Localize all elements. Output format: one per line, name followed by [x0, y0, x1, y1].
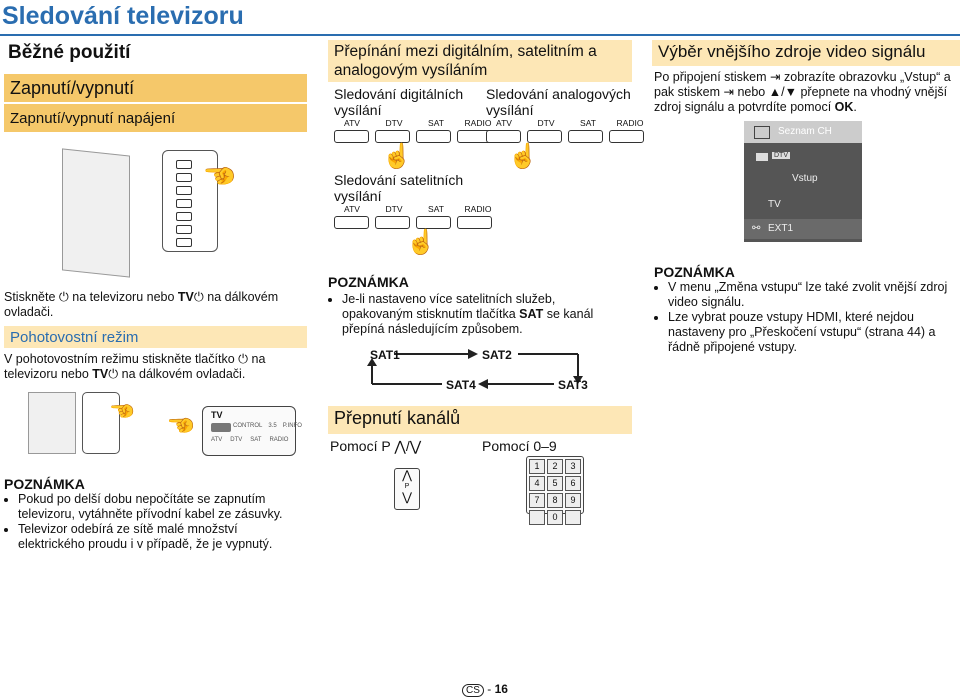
by-p-label: Pomocí P ⋀/⋁: [330, 438, 422, 454]
page-title: Sledování televizoru: [2, 2, 244, 30]
digit-key[interactable]: 5: [547, 476, 563, 491]
digit-key[interactable]: [529, 510, 545, 525]
channel-switch-heading: Přepnutí kanálů: [334, 408, 461, 428]
digit-key[interactable]: 4: [529, 476, 545, 491]
digit-key[interactable]: [565, 510, 581, 525]
digit-key[interactable]: 7: [529, 493, 545, 508]
channel-up-button[interactable]: ⋀: [402, 468, 412, 482]
remote-tv-label: TV: [211, 410, 223, 420]
dtv-button[interactable]: [375, 130, 410, 143]
down-arrow-icon: ▼: [784, 85, 797, 99]
atv-button[interactable]: [334, 130, 369, 143]
note-list: Je-li nastaveno více satelitních služeb,…: [328, 292, 628, 337]
note-item: Je-li nastaveno více satelitních služeb,…: [342, 292, 628, 337]
up-arrow-icon: ▲: [768, 85, 782, 99]
input-instruction: Po připojení stiskem ⇥ zobrazíte obrazov…: [654, 70, 951, 114]
title-rule: [0, 34, 960, 36]
menu-item-ext1[interactable]: EXT1: [768, 223, 794, 234]
chevron-down-icon: ⋁: [409, 438, 422, 454]
note-item: Pokud po delší dobu nepočítáte se zapnut…: [18, 492, 304, 522]
menu-title: Vstup: [792, 173, 818, 184]
remote-numpad: 1 2 3 4 5 6 7 8 9 0: [526, 456, 584, 525]
hand-pointer-icon: ☝: [204, 159, 235, 192]
flow-sat2: SAT2: [482, 348, 512, 362]
tv-side-illustration-small: [28, 392, 76, 454]
power-icon: ⏻: [58, 290, 69, 304]
section-heading-switch: Přepínání mezi digitálním, satelitním a …: [334, 43, 597, 79]
remote-p-buttons: ⋀ P ⋁: [394, 468, 420, 510]
sat-button[interactable]: [416, 130, 451, 143]
chevron-up-icon: ⋀: [394, 438, 406, 454]
power-instruction: Stiskněte ⏻ na televizoru nebo TV⏻ na dá…: [4, 290, 279, 319]
note-title: POZNÁMKA: [4, 476, 85, 492]
menu-top-label: Seznam CH: [778, 126, 832, 137]
note-item: Televizor odebírá ze sítě malé množství …: [18, 522, 304, 552]
digit-key[interactable]: 6: [565, 476, 581, 491]
digital-heading: Sledování digitálních vysílání: [334, 86, 464, 118]
power-icon: ⏻: [238, 352, 249, 366]
note-list: Pokud po delší dobu nepočítáte se zapnut…: [4, 492, 304, 552]
satellite-heading: Sledování satelitních vysílání: [334, 172, 464, 204]
analog-heading: Sledování analogových vysílání: [486, 86, 631, 118]
band-power: Zapnutí/vypnutí: [10, 78, 135, 98]
input-icon: ⇥: [770, 70, 781, 84]
digit-key[interactable]: 2: [547, 459, 563, 474]
language-badge: CS: [462, 684, 484, 697]
band-power-supply: Zapnutí/vypnutí napájení: [10, 110, 176, 127]
channel-down-button[interactable]: ⋁: [402, 490, 412, 504]
page-footer: CS - 16: [462, 682, 508, 697]
page-number: 16: [494, 682, 508, 696]
input-icon: ⇥: [723, 85, 734, 99]
by-number-label: Pomocí 0–9: [482, 438, 557, 454]
hand-press-icon: ☝: [508, 143, 538, 170]
note-title: POZNÁMKA: [654, 264, 735, 280]
hand-press-icon: ☝: [382, 143, 412, 170]
sat-flow-diagram: [367, 349, 583, 389]
tv-button-panel: [162, 150, 218, 252]
atv-button[interactable]: [334, 216, 369, 229]
standby-heading: Pohotovostní režim: [10, 329, 139, 346]
atv-button[interactable]: [486, 130, 521, 143]
power-icon: ⏻: [193, 290, 204, 304]
radio-button[interactable]: [457, 216, 492, 229]
section-heading-basic: Běžné použití: [8, 42, 131, 63]
digit-key[interactable]: 9: [565, 493, 581, 508]
section-heading-input: Výběr vnějšího zdroje video signálu: [658, 42, 926, 61]
dtv-badge: DTV: [772, 152, 790, 159]
standby-instruction: V pohotovostním režimu stiskněte tlačítk…: [4, 352, 266, 381]
input-menu: Seznam CH DTV Vstup TV ⚯ EXT1: [744, 121, 862, 242]
list-icon: [754, 126, 770, 139]
flow-sat4: SAT4: [446, 378, 476, 392]
digit-key[interactable]: 1: [529, 459, 545, 474]
note-title: POZNÁMKA: [328, 274, 409, 290]
sat-button[interactable]: [568, 130, 603, 143]
flow-sat3: SAT3: [558, 378, 588, 392]
link-icon: ⚯: [752, 223, 761, 234]
digit-key[interactable]: 0: [547, 510, 563, 525]
note-item: Lze vybrat pouze vstupy HDMI, které nejd…: [668, 310, 958, 355]
digit-key[interactable]: 8: [547, 493, 563, 508]
dtv-button[interactable]: [527, 130, 562, 143]
note-list: V menu „Změna vstupu“ lze také zvolit vn…: [654, 280, 958, 355]
hand-pointer-icon: ☝: [168, 411, 194, 439]
dtv-button[interactable]: [375, 216, 410, 229]
power-icon: ⏻: [108, 367, 119, 381]
menu-item-tv[interactable]: TV: [768, 199, 781, 210]
tv-icon: [756, 153, 768, 161]
digit-key[interactable]: 3: [565, 459, 581, 474]
hand-press-icon: ☝: [406, 229, 436, 256]
radio-button[interactable]: [609, 130, 644, 143]
sat-button[interactable]: [416, 216, 451, 229]
hand-pointer-icon: ☝: [111, 398, 134, 423]
remote-power-button[interactable]: [211, 423, 231, 432]
flow-sat1: SAT1: [370, 348, 400, 362]
tv-side-illustration: [62, 148, 130, 278]
note-item: V menu „Změna vstupu“ lze také zvolit vn…: [668, 280, 958, 310]
